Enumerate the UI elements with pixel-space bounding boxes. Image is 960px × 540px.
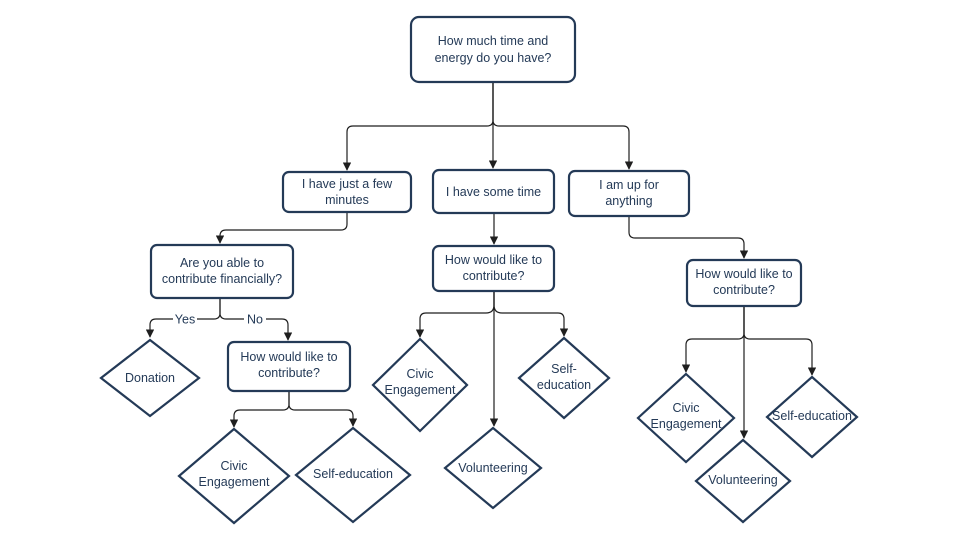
node-donation-line-1: Donation — [125, 371, 175, 385]
node-q-contribute-mid-line-2: contribute? — [463, 269, 525, 283]
node-q-contribute-left-line-2: contribute? — [258, 366, 320, 380]
edge-q-time-to-few-minutes — [342, 82, 494, 171]
node-q-contribute-right-line-1: How would like to — [695, 267, 792, 281]
node-civic-left: Civic Engagement — [177, 427, 291, 525]
edge-q-contribute-right-to-self-ed-right — [743, 306, 817, 376]
node-civic-mid-line-2: Engagement — [385, 383, 456, 397]
node-volunteer-mid: Volunteering — [443, 426, 543, 510]
node-q-contribute-mid-line-1: How would like to — [445, 253, 542, 267]
node-some-time: I have some time — [431, 168, 556, 215]
node-self-ed-left: Self-education — [294, 426, 412, 524]
edge-q-contribute-left-to-self-ed-left — [288, 391, 358, 427]
node-some-time-line-1: I have some time — [446, 185, 541, 199]
node-self-ed-mid-line-2: education — [537, 378, 591, 392]
edge-anything-to-q-contribute-right — [628, 216, 749, 259]
edge-label-yes-text: Yes — [175, 313, 195, 327]
node-anything-line-1: I am up for — [599, 178, 659, 192]
edge-label-yes: Yes — [173, 311, 197, 327]
node-anything-line-2: anything — [605, 194, 652, 208]
node-civic-right: Civic Engagement — [636, 372, 736, 464]
node-q-contribute-mid: How would like to contribute? — [431, 244, 556, 293]
node-q-contribute-right: How would like to contribute? — [685, 258, 803, 308]
node-q-financial: Are you able to contribute financially? — [149, 243, 295, 300]
node-few-minutes-line-2: minutes — [325, 193, 369, 207]
edge-q-contribute-right-to-civic-right — [681, 306, 745, 373]
node-few-minutes-line-1: I have just a few — [302, 177, 393, 191]
node-civic-mid: Civic Engagement — [371, 337, 469, 433]
node-few-minutes: I have just a few minutes — [281, 170, 413, 214]
edge-few-minutes-to-q-financial — [215, 212, 348, 244]
node-q-time: How much time and energy do you have? — [409, 15, 577, 84]
node-q-contribute-left: How would like to contribute? — [226, 340, 352, 393]
edge-q-contribute-mid-to-civic-mid — [415, 291, 495, 338]
node-self-ed-left-line-1: Self-education — [313, 467, 393, 481]
node-self-ed-mid-line-1: Self- — [551, 362, 577, 376]
node-q-financial-line-1: Are you able to — [180, 256, 264, 270]
node-q-time-line-1: How much time and — [438, 34, 549, 48]
node-donation: Donation — [99, 338, 201, 418]
node-civic-mid-line-1: Civic — [406, 367, 433, 381]
node-q-financial-line-2: contribute financially? — [162, 272, 282, 286]
node-q-contribute-left-line-1: How would like to — [240, 350, 337, 364]
edge-q-time-to-anything — [492, 82, 634, 170]
node-civic-right-line-1: Civic — [672, 401, 699, 415]
node-civic-right-line-2: Engagement — [651, 417, 722, 431]
node-q-contribute-right-line-2: contribute? — [713, 283, 775, 297]
edge-label-no: No — [244, 311, 266, 327]
node-civic-left-line-2: Engagement — [199, 475, 270, 489]
node-volunteer-right-line-1: Volunteering — [708, 473, 778, 487]
node-q-time-line-2: energy do you have? — [435, 51, 552, 65]
node-anything: I am up for anything — [567, 169, 691, 218]
node-volunteer-mid-line-1: Volunteering — [458, 461, 528, 475]
node-self-ed-mid: Self- education — [517, 336, 611, 420]
edge-label-no-text: No — [247, 313, 263, 327]
node-volunteer-right: Volunteering — [694, 438, 792, 524]
node-civic-left-line-1: Civic — [220, 459, 247, 473]
node-self-ed-right: Self-education — [765, 375, 859, 459]
node-self-ed-right-line-1: Self-education — [772, 409, 852, 423]
edge-q-contribute-left-to-civic-left — [229, 391, 290, 428]
edge-q-contribute-mid-to-self-ed-mid — [493, 291, 569, 337]
